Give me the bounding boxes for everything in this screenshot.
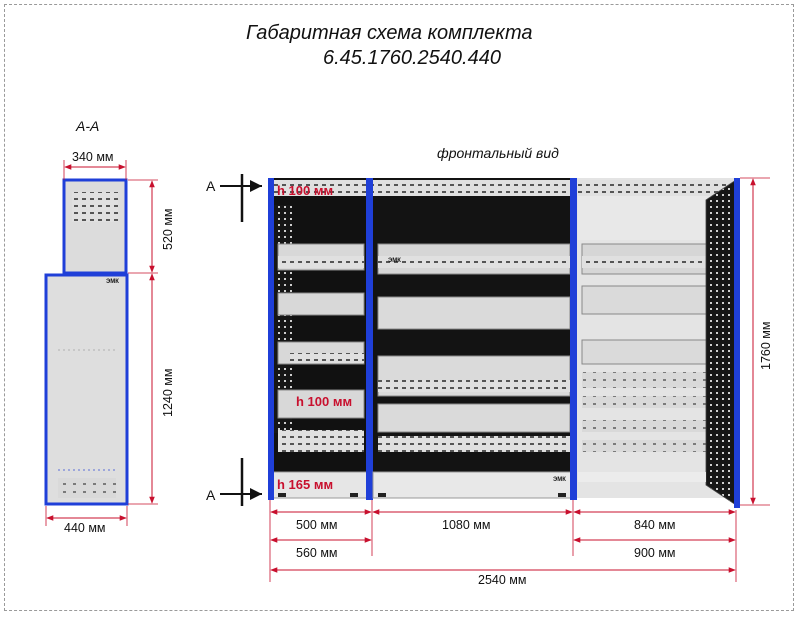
title-line-2: 6.45.1760.2540.440	[323, 47, 501, 69]
width-500: 500 мм	[296, 518, 338, 532]
middle-rack-bottom-drawer	[372, 471, 574, 499]
title-line-1: Габаритная схема комплекта	[246, 22, 533, 44]
width-840: 840 мм	[634, 518, 676, 532]
step-label-middle: h 100 мм	[296, 394, 353, 409]
step-label-bottom: h 165 мм	[277, 477, 334, 492]
side-section-view	[44, 160, 158, 526]
drawing-border	[4, 4, 794, 611]
step-label-top: h 100 мм	[277, 183, 334, 198]
width-1080: 1080 мм	[442, 518, 491, 532]
front-view-label: фронтальный вид	[437, 145, 559, 161]
side-bottom-vent	[58, 478, 116, 498]
cut-marker-bottom: A	[206, 487, 216, 503]
section-top-width: 340 мм	[72, 150, 114, 164]
cut-marker-top: A	[206, 178, 216, 194]
side-bottom-panel	[44, 273, 129, 506]
right-rack-top-shelf	[578, 180, 734, 196]
section-label: A-A	[76, 118, 100, 134]
section-logo: ЭМК	[106, 279, 119, 285]
right-rack-side-perforation	[706, 180, 736, 505]
rack-logo-drawer: ЭМК	[553, 477, 566, 483]
front-total-height: 1760 мм	[759, 321, 773, 370]
width-total-2540: 2540 мм	[478, 573, 527, 587]
side-top-perforation	[72, 192, 118, 222]
front-view	[220, 174, 770, 582]
section-bottom-width: 440 мм	[64, 521, 106, 535]
width-560: 560 мм	[296, 546, 338, 560]
rack-logo-middle: ЭМК	[388, 258, 401, 264]
middle-rack-top-shelf	[373, 180, 573, 196]
width-900: 900 мм	[634, 546, 676, 560]
section-bottom-height: 1240 мм	[161, 368, 175, 417]
section-top-height: 520 мм	[161, 208, 175, 250]
left-rack-top-shelf	[273, 180, 367, 196]
